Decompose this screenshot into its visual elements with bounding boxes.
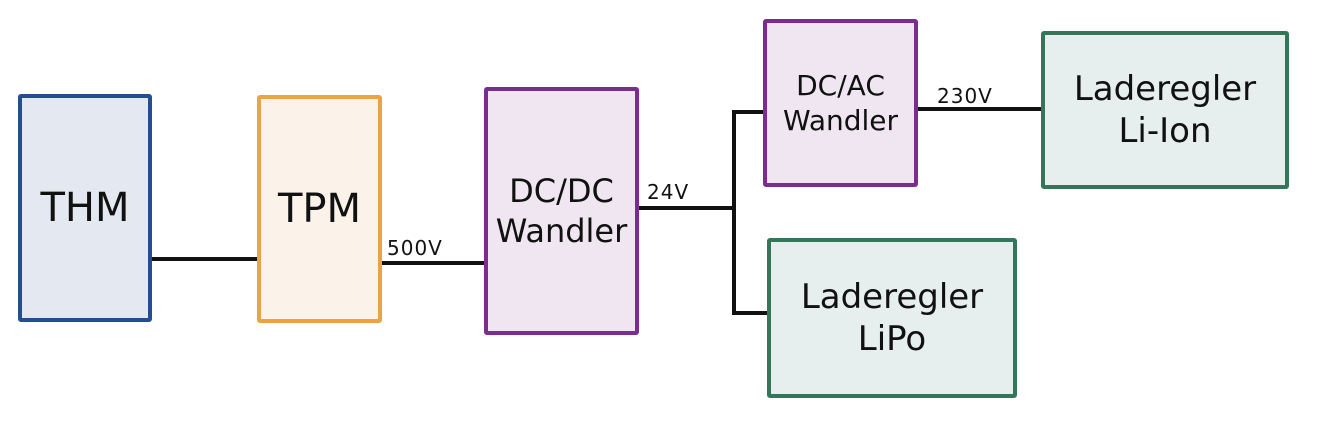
node-laderegler-lipo: Laderegler LiPo <box>767 238 1017 398</box>
node-lilon-line2: Li-Ion <box>1118 111 1212 151</box>
node-tpm-label: TPM <box>277 186 362 232</box>
node-lipo-line2: LiPo <box>857 319 927 359</box>
node-dcac-line2: Wandler <box>782 104 899 137</box>
node-tpm: TPM <box>257 95 382 323</box>
edge-junction-dcac <box>732 110 765 114</box>
label-230v: 230V <box>937 84 993 108</box>
edge-dcdc-junction <box>638 206 734 210</box>
node-dcac-wandler: DC/AC Wandler <box>763 19 918 187</box>
edge-junction-vertical <box>732 110 736 315</box>
edge-tpm-dcdc <box>382 261 485 265</box>
node-dcdc-line1: DC/DC <box>509 172 614 210</box>
label-24v: 24V <box>647 180 690 204</box>
node-dcdc-line2: Wandler <box>495 212 628 250</box>
node-dcdc-wandler: DC/DC Wandler <box>484 87 639 335</box>
edge-thm-tpm <box>150 257 258 261</box>
node-lipo-line1: Laderegler <box>800 276 984 317</box>
edge-junction-lipo <box>732 311 769 315</box>
node-dcac-line1: DC/AC <box>796 69 885 102</box>
node-thm: THM <box>18 94 152 322</box>
node-thm-label: THM <box>40 185 130 231</box>
label-500v: 500V <box>387 236 443 260</box>
node-lilon-line1: Laderegler <box>1073 68 1257 109</box>
node-laderegler-li-ion: Laderegler Li-Ion <box>1041 31 1289 189</box>
edge-dcac-lilon <box>916 107 1043 111</box>
